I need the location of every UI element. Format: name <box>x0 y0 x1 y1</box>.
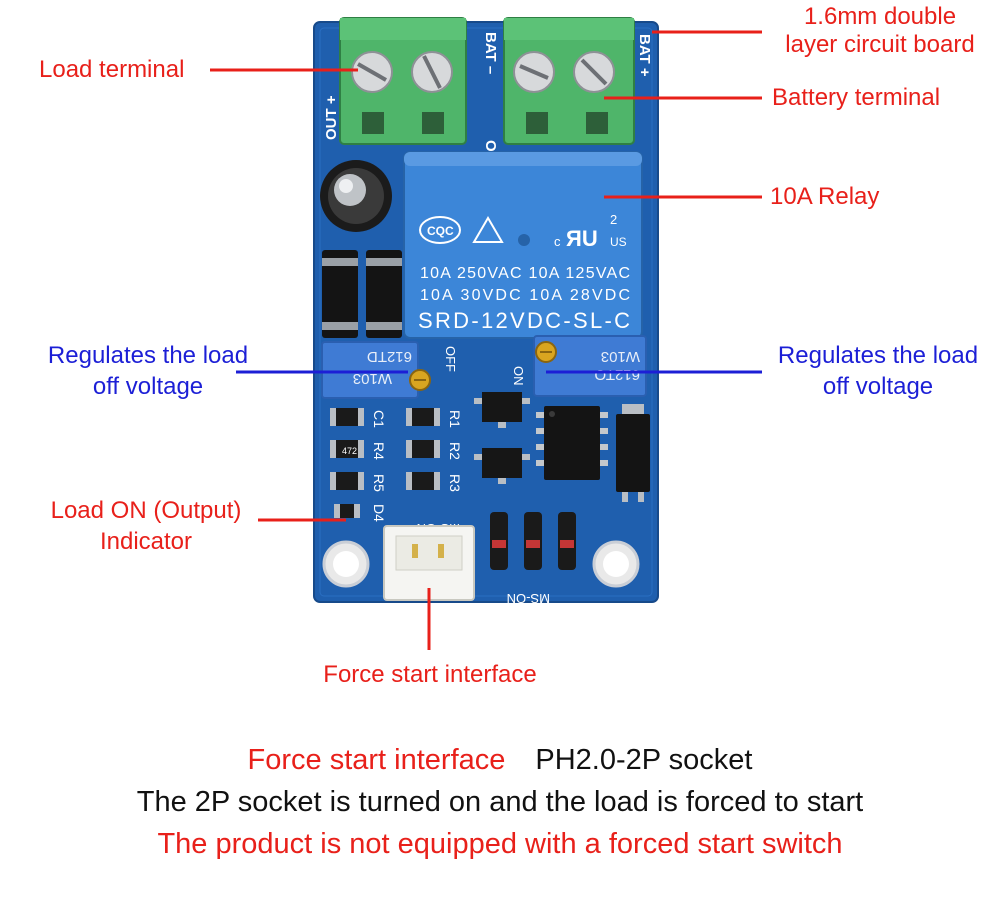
battery-terminal-block <box>503 17 635 145</box>
transistor-icon <box>474 448 530 484</box>
callout-regulates-left-line1: Regulates the load <box>47 342 249 369</box>
pot-left-code1: 612TD <box>367 348 412 365</box>
smd-resistor-array <box>330 408 440 518</box>
relay-c: c <box>554 234 561 249</box>
silk-r2: R2 <box>447 442 463 460</box>
mounting-hole-icon <box>592 540 640 588</box>
callout-indicator-line1: Load ON (Output) <box>50 497 242 524</box>
relay-rating1: 10A 250VAC 10A 125VAC <box>420 265 630 282</box>
silk-c1: C1 <box>371 410 387 428</box>
silk-out-plus: OUT + <box>323 95 340 140</box>
smd-component <box>366 250 402 338</box>
potentiometer-left: 612TD W103 <box>321 341 431 399</box>
regulator-icon <box>616 404 650 502</box>
callout-battery-terminal: Battery terminal <box>772 84 941 111</box>
silk-r5: R5 <box>371 474 387 492</box>
callout-regulates-right-line2: off voltage <box>822 373 934 400</box>
smd-component <box>322 250 358 338</box>
pot-left-code2: W103 <box>353 370 392 387</box>
callout-regulates-left-line2: off voltage <box>92 373 204 400</box>
caption-line1-black: PH2.0-2P socket <box>535 744 753 776</box>
callout-force-start: Force start interface <box>323 661 537 688</box>
mounting-hole-icon <box>322 540 370 588</box>
pot-right-code2: 612TO <box>594 366 640 383</box>
silk-res-code: 472 <box>342 446 357 456</box>
relay-cqc: CQC <box>427 224 454 238</box>
silk-bat-plus: BAT + <box>636 34 653 77</box>
ph2-socket <box>383 525 475 601</box>
callout-board-line2: layer circuit board <box>785 31 975 58</box>
potentiometer-right: W103 612TO <box>533 335 647 397</box>
callout-board-line1: 1.6mm double <box>803 3 957 30</box>
relay-num: 2 <box>610 212 617 227</box>
callout-indicator-line2: Indicator <box>99 528 193 555</box>
relay-ur: ЯU <box>566 226 598 251</box>
transistor-icon <box>474 392 530 428</box>
silk-d4: D4 <box>371 504 387 522</box>
ic-chip-icon <box>536 406 608 480</box>
silk-ms-on-bottom: MS-ON <box>507 591 550 606</box>
caption-line2: The 2P socket is turned on and the load … <box>136 786 864 818</box>
pot-right-code1: W103 <box>601 348 640 365</box>
relay-model: SRD-12VDC-SL-C <box>418 308 630 333</box>
load-terminal-block <box>339 17 467 145</box>
silk-r4: R4 <box>371 442 387 460</box>
silk-r1: R1 <box>447 410 463 428</box>
silk-r3: R3 <box>447 474 463 492</box>
callout-load-terminal: Load terminal <box>39 56 185 83</box>
caption-line3: The product is not equipped with a force… <box>157 828 843 860</box>
diode-icon <box>490 512 576 570</box>
silk-bat-minus: BAT – <box>482 32 499 74</box>
silk-off: OFF <box>443 346 458 372</box>
silk-on: ON <box>511 366 526 386</box>
relay-us: US <box>610 235 627 249</box>
relay: CQC 2 c ЯU US 10A 250VAC 10A 125VAC 10A … <box>403 151 643 339</box>
caption-line1-red: Force start interface <box>247 744 506 776</box>
callout-relay: 10A Relay <box>770 183 880 210</box>
relay-rating2: 10A 30VDC 10A 28VDC <box>420 287 630 304</box>
caption-line1: Force start interface PH2.0-2P socket <box>0 742 1000 778</box>
callout-regulates-right-line1: Regulates the load <box>777 342 979 369</box>
capacitor-icon <box>320 160 392 232</box>
